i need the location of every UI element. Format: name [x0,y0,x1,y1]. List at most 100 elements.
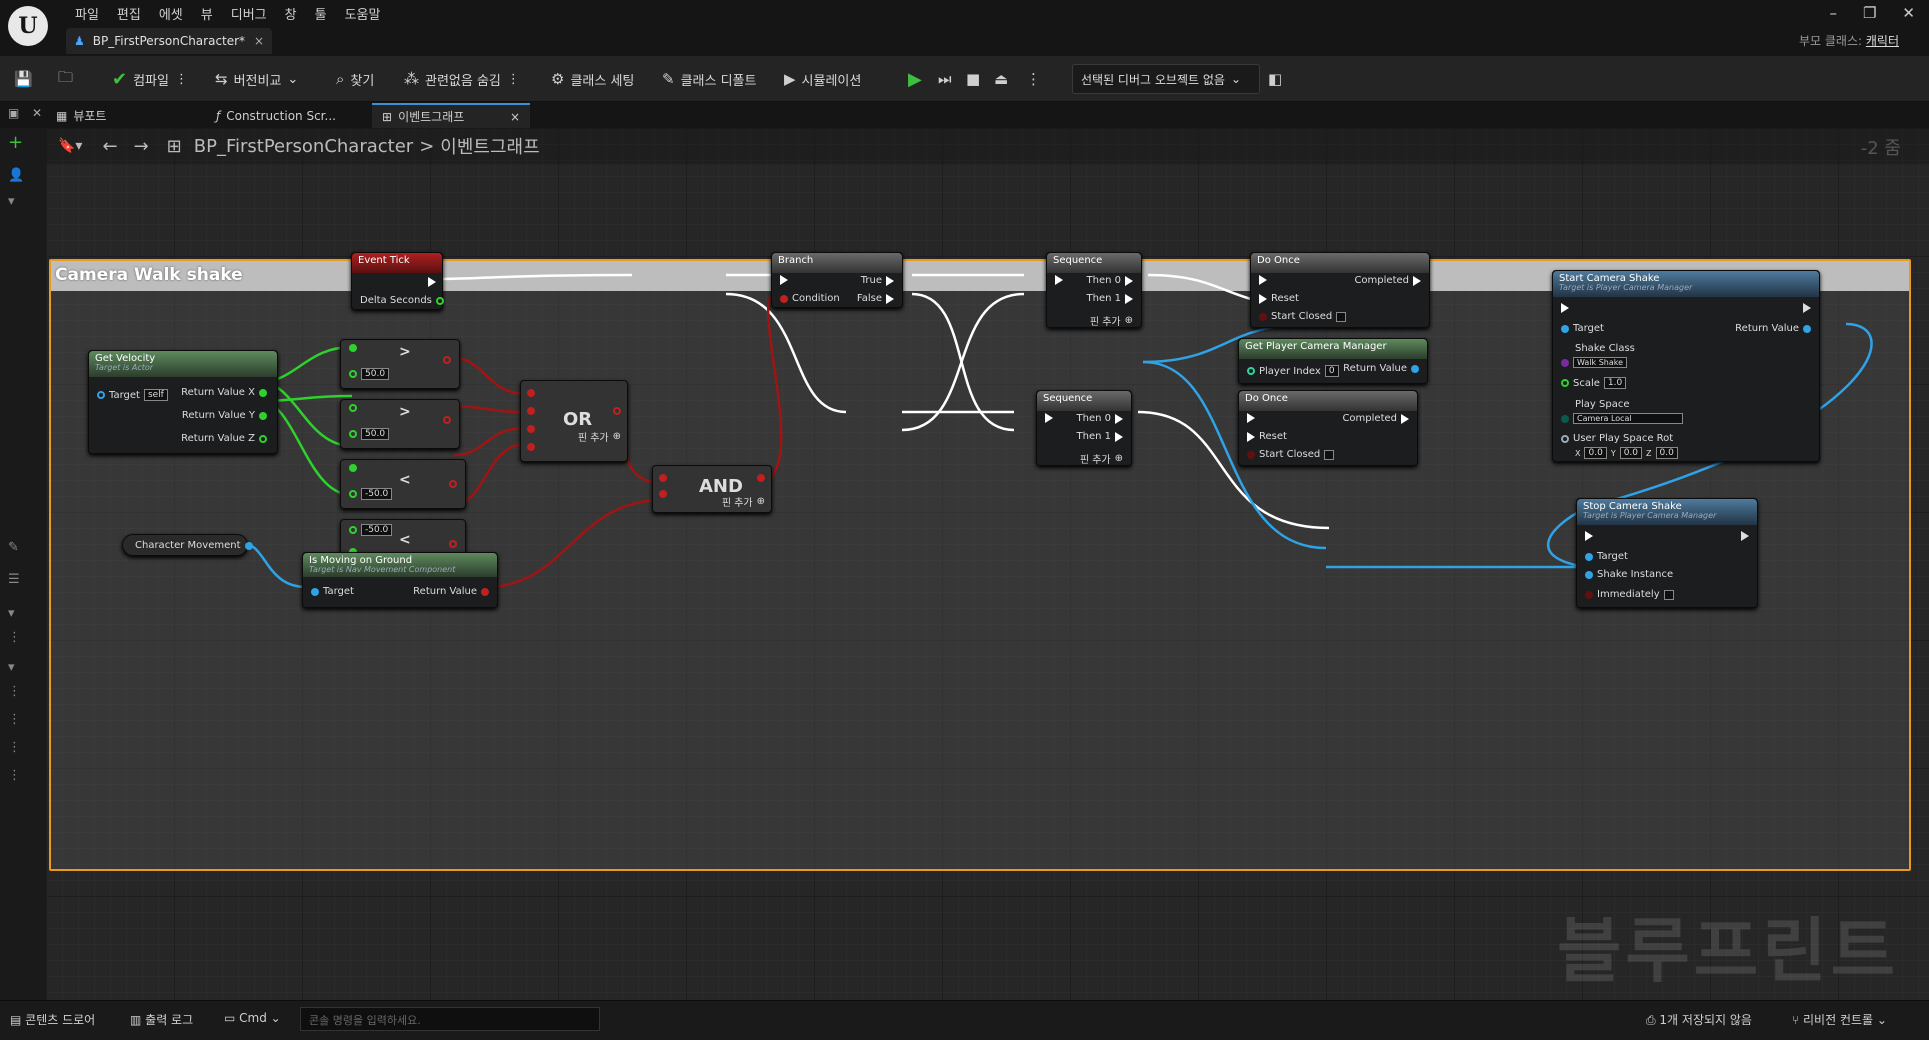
more-options-icon[interactable]: ⋮ [8,630,21,645]
exec-in-pin[interactable] [1585,531,1593,541]
input-a-pin[interactable] [349,464,357,472]
menu-help[interactable]: 도움말 [344,8,381,23]
node-compare-greater-2[interactable]: > 50.0 [340,399,460,449]
step-button[interactable]: ⏭ [938,56,952,102]
bool-out-pin[interactable] [449,480,457,488]
chevron-down-icon[interactable]: ▾ [8,606,15,621]
return-value-pin[interactable]: Return Value [413,586,489,597]
and-output-pin[interactable] [757,474,765,482]
rot-z-field[interactable]: 0.0 [1655,447,1678,459]
hide-unrelated-button[interactable]: ⁂관련없음 숨김⋮ [404,56,520,102]
rot-x-field[interactable]: 0.0 [1584,447,1607,459]
event-graph-canvas[interactable]: 🔖▾ ← → ⊞ BP_FirstPersonCharacter > 이벤트그래… [46,128,1929,1000]
class-settings-button[interactable]: ⚙클래스 세팅 [551,56,634,102]
immediately-checkbox[interactable] [1663,589,1674,600]
start-closed-pin[interactable]: Start Closed [1247,449,1335,460]
compare-value[interactable]: -50.0 [361,488,393,500]
more-options-icon[interactable]: ⋮ [8,740,21,755]
play-space-select[interactable]: Camera Local [1573,413,1683,424]
bool-out-pin[interactable] [443,416,451,424]
find-button[interactable]: ⌕찾기 [336,56,374,102]
play-space-pin[interactable]: Camera Local [1561,413,1683,424]
revision-control-button[interactable]: ⑂ 리비전 컨트롤 ⌄ [1792,1013,1887,1027]
node-branch[interactable]: Branch Condition True False [771,252,903,308]
rot-y-field[interactable]: 0.0 [1619,447,1643,459]
input-a-pin[interactable] [349,344,357,352]
or-input-pin[interactable] [527,389,535,397]
eject-button[interactable]: ⏏ [994,56,1008,102]
minimize-button[interactable]: – [1829,4,1837,22]
unsaved-indicator[interactable]: ⎙ 1개 저장되지 않음 [1646,1011,1752,1028]
return-value-pin[interactable]: Return Value [1735,323,1811,334]
brush-icon[interactable]: ✎ [8,540,19,555]
exec-out-pin[interactable] [1741,531,1749,541]
compare-value[interactable]: 50.0 [361,368,390,380]
more-options-icon[interactable]: ⋮ [174,71,188,87]
exec-in-pin[interactable] [1561,303,1569,313]
save-button[interactable]: 💾 [14,56,33,102]
character-movement-pin[interactable]: Character Movement [135,540,253,551]
or-input-pin[interactable] [527,443,535,451]
play-options-button[interactable]: ⋮ [1026,56,1041,102]
more-options-icon[interactable]: ⋮ [8,768,21,783]
stop-button[interactable]: ■ [966,56,980,102]
document-tab[interactable]: ♟ BP_FirstPersonCharacter* × [66,28,272,54]
node-and[interactable]: AND 핀 추가⊕ [652,465,772,513]
play-button[interactable]: ▶ [908,56,922,102]
diff-button[interactable]: ⇆버전비교⌄ [215,56,298,102]
return-x-pin[interactable]: Return Value X [181,387,267,398]
return-z-pin[interactable]: Return Value Z [181,433,267,444]
completed-pin[interactable]: Completed [1342,413,1409,424]
shake-instance-pin[interactable]: Shake Instance [1585,569,1673,580]
content-drawer-button[interactable]: ▤ 콘텐츠 드로어 [10,1011,95,1028]
shake-class-pin[interactable]: Walk Shake [1561,357,1628,368]
and-input-pin[interactable] [659,474,667,482]
or-input-pin[interactable] [527,407,535,415]
unreal-logo-icon[interactable]: U [8,6,48,46]
close-panel-icon[interactable]: ✕ [32,106,43,120]
menu-window[interactable]: 창 [284,8,297,23]
node-character-movement[interactable]: Character Movement [122,534,253,556]
exec-out-pin[interactable] [1803,303,1811,313]
node-sequence-1[interactable]: Sequence Then 0 Then 1 핀 추가⊕ [1046,252,1142,328]
forward-arrow-icon[interactable]: → [133,135,149,157]
start-closed-checkbox[interactable] [1324,449,1335,460]
person-icon[interactable]: 👤 [8,168,25,183]
add-icon[interactable]: + [8,132,24,153]
shake-class-select[interactable]: Walk Shake [1573,357,1628,368]
browse-button[interactable]: 🗀 [58,56,73,102]
input-b-pin[interactable]: 50.0 [349,428,390,440]
input-b-pin[interactable]: 50.0 [349,368,390,380]
node-compare-less-1[interactable]: < -50.0 [340,459,466,509]
menu-tools[interactable]: 툴 [314,8,327,23]
compare-value[interactable]: 50.0 [361,428,390,440]
node-sequence-2[interactable]: Sequence Then 0 Then 1 핀 추가⊕ [1036,390,1132,466]
more-options-icon[interactable]: ⋮ [8,712,21,727]
sequence-add-pin-button[interactable]: 핀 추가⊕ [1080,451,1123,466]
input-b-pin[interactable]: -50.0 [349,488,393,500]
chevron-down-icon[interactable]: ▾ [8,660,15,675]
cmd-select[interactable]: ▭ Cmd ⌄ [224,1011,281,1025]
node-do-once-1[interactable]: Do Once Reset Start Closed Completed [1250,252,1430,328]
compare-value[interactable]: -50.0 [361,524,393,536]
sequence-add-pin-button[interactable]: 핀 추가⊕ [1090,313,1133,328]
more-options-icon[interactable]: ⋮ [8,684,21,699]
false-pin[interactable]: False [857,293,894,304]
menu-file[interactable]: 파일 [75,8,99,23]
completed-pin[interactable]: Completed [1354,275,1421,286]
or-add-pin-button[interactable]: 핀 추가⊕ [578,429,621,444]
immediately-pin[interactable]: Immediately [1585,589,1674,600]
bool-out-pin[interactable] [443,356,451,364]
hierarchy-icon[interactable]: ⊞ [166,135,182,157]
debug-object-select[interactable]: 선택된 디버그 오브젝트 없음⌄ [1072,64,1260,94]
then-1-pin[interactable]: Then 1 [1087,293,1133,304]
node-event-tick[interactable]: Event Tick Delta Seconds [351,252,444,310]
